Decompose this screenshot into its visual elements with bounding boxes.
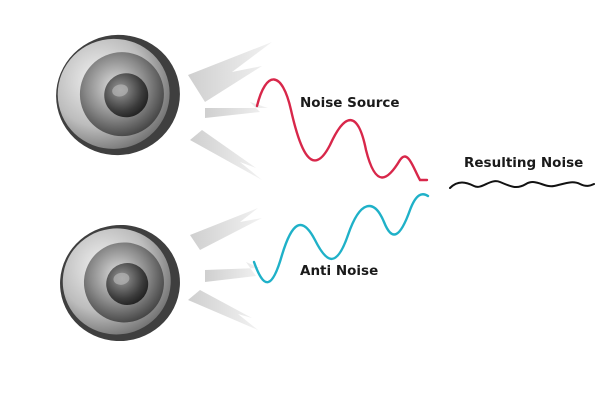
anti-noise-label: Anti Noise — [300, 263, 378, 279]
speaker-bottom — [60, 208, 262, 342]
speaker-icon — [60, 224, 180, 342]
noise-source-wave — [255, 78, 429, 182]
noise-source-label: Noise Source — [300, 95, 400, 111]
sound-ray — [188, 42, 272, 102]
sound-ray — [205, 262, 260, 282]
speaker-icon — [56, 34, 180, 156]
sound-ray — [205, 102, 268, 118]
sound-rays-top — [188, 42, 272, 180]
sound-rays-bottom — [188, 208, 262, 330]
sound-ray — [190, 208, 262, 250]
resulting-noise-label: Resulting Noise — [464, 155, 583, 171]
anti-noise-wave — [252, 193, 430, 284]
sound-ray — [188, 290, 258, 330]
sound-ray — [190, 130, 262, 180]
resulting-wave — [449, 180, 595, 189]
speaker-top — [56, 34, 272, 180]
